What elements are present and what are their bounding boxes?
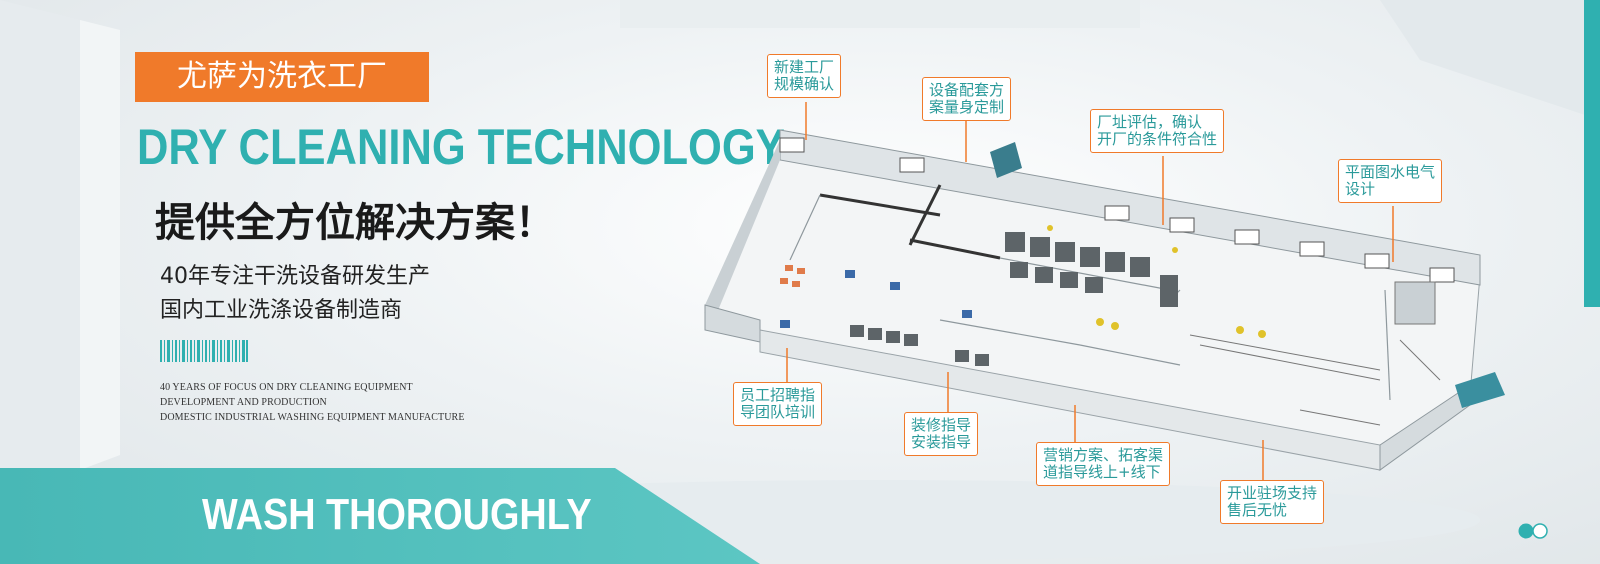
callout-site-evaluation: 厂址评估，确认开厂的条件符合性 xyxy=(1090,109,1225,153)
subtitle-line-2: 国内工业洗涤设备制造商 xyxy=(160,298,403,323)
english-desc-line-2: DEVELOPMENT AND PRODUCTION xyxy=(160,397,327,408)
callout-staff-training: 员工招聘指导团队培训 xyxy=(733,382,823,426)
carousel-dots-icon[interactable] xyxy=(1517,522,1551,540)
right-accent-bar xyxy=(1584,0,1600,307)
headline-chinese: 提供全方位解决方案！ xyxy=(155,200,555,246)
wash-band xyxy=(0,468,760,564)
callout-marketing-plan: 营销方案、拓客渠道指导线上+线下 xyxy=(1036,442,1171,486)
english-desc-line-1: 40 YEARS OF FOCUS ON DRY CLEANING EQUIPM… xyxy=(160,382,413,393)
callout-installation-guidance: 装修指导安装指导 xyxy=(904,412,979,456)
callout-equipment-plan: 设备配套方案量身定制 xyxy=(922,77,1012,121)
wash-thoroughly-text: WASH THOROUGHLY xyxy=(202,490,592,539)
barcode-icon xyxy=(160,340,248,362)
callout-new-factory: 新建工厂规模确认 xyxy=(767,54,842,98)
headline-english: DRY CLEANING TECHNOLOGY xyxy=(137,119,785,175)
subtitle-line-1: 40年专注干洗设备研发生产 xyxy=(160,264,430,289)
callout-floor-plan-design: 平面图水电气设计 xyxy=(1338,159,1443,203)
callout-opening-support: 开业驻场支持售后无忧 xyxy=(1220,480,1325,524)
english-desc-line-3: DOMESTIC INDUSTRIAL WASHING EQUIPMENT MA… xyxy=(160,412,465,423)
brand-tag: 尤萨为洗衣工厂 xyxy=(135,52,429,102)
